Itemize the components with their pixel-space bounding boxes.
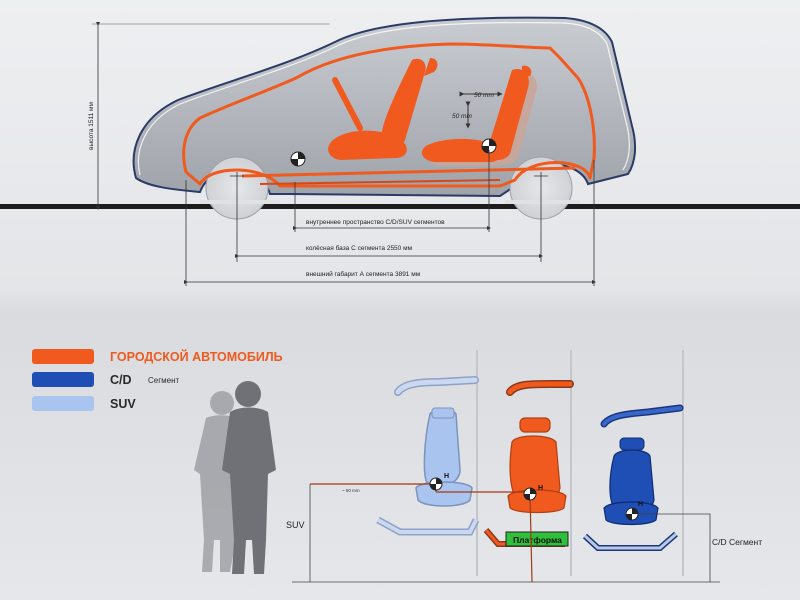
offset-horizontal-label: 50 mm — [474, 92, 494, 99]
h-label-cd: H — [638, 501, 643, 508]
city-roof — [506, 380, 574, 396]
legend-item-city: ГОРОДСКОЙ АВТОМОБИЛЬ — [32, 349, 283, 364]
suv-seat — [415, 407, 473, 507]
city-car-outline — [182, 42, 596, 188]
seat-offset-annotation: 50 mm 50 mm — [452, 91, 503, 129]
wheelbase-label: колёсная база С сегмента 2550 мм — [306, 244, 413, 252]
interior-dimension: внутреннее пространство C/D/SUV сегменто… — [293, 150, 491, 232]
legend-label-suv: SUV — [110, 397, 136, 411]
suv-floor — [376, 516, 480, 536]
cd-roof — [600, 404, 684, 428]
height-dimension: высота 1511 мм — [88, 22, 330, 210]
h-point-front — [290, 151, 306, 167]
legend-sub-cd: Сегмент — [148, 376, 180, 385]
front-seat — [328, 58, 438, 160]
suv-side-label: SUV — [286, 520, 305, 530]
people-silhouettes — [194, 381, 276, 574]
interior-label: внутреннее пространство C/D/SUV сегменто… — [306, 219, 445, 226]
h-point-rear — [481, 138, 497, 154]
platform-box[interactable]: Платформа — [505, 531, 569, 547]
height-label: высота 1511 мм — [88, 102, 95, 150]
cd-seat — [603, 437, 659, 526]
cd-floor — [582, 531, 678, 551]
legend-label-cd: C/D — [110, 373, 132, 387]
seat-comparison: Платформа ~ 50 mm H — [286, 350, 762, 583]
suv-roof — [394, 376, 479, 396]
legend-item-suv: SUV — [32, 396, 136, 411]
ground-line — [0, 204, 800, 209]
overall-label: внешний габарит А сегмента 3891 мм — [306, 270, 421, 278]
city-seat — [507, 417, 567, 514]
h-point-city: H — [523, 485, 543, 501]
h-point-cd: H — [625, 501, 643, 521]
legend-item-cd: C/D Сегмент — [32, 372, 180, 387]
cd-side-label: C/D Сегмент — [712, 537, 762, 547]
offset-small-label: ~ 50 mm — [342, 488, 360, 493]
car-side-view: 50 mm 50 mm высота 1511 мм внутреннее пр… — [0, 16, 800, 286]
offset-vertical-label: 50 mm — [452, 113, 472, 120]
h-point-suv: H — [429, 473, 449, 491]
platform-label: Платформа — [513, 535, 562, 545]
h-label-suv: H — [444, 473, 449, 480]
overall-dimension: внешний габарит А сегмента 3891 мм — [184, 160, 596, 286]
wheelbase-dimension: колёсная база С сегмента 2550 мм — [235, 244, 543, 258]
h-label-city: H — [538, 485, 543, 492]
legend-label-city: ГОРОДСКОЙ АВТОМОБИЛЬ — [110, 349, 283, 364]
legend: ГОРОДСКОЙ АВТОМОБИЛЬ C/D Сегмент SUV — [32, 349, 283, 411]
